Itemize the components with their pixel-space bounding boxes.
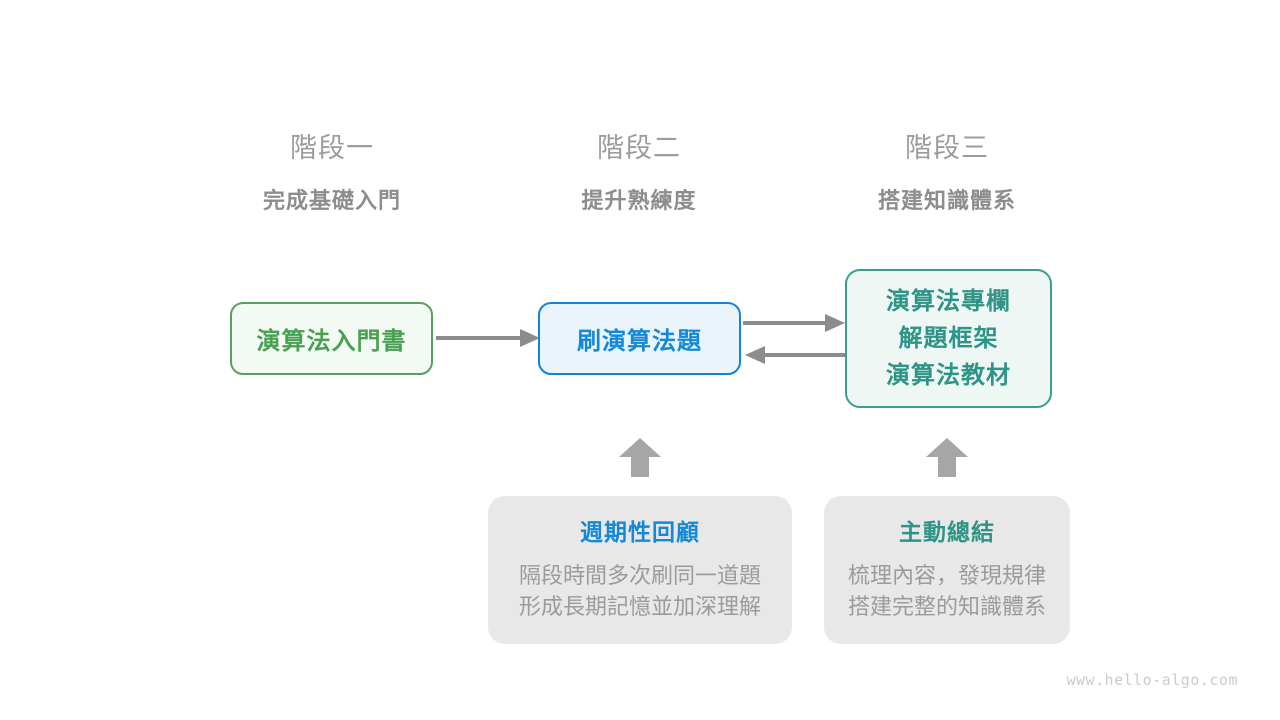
node-knowledge-line-3: 演算法教材 — [886, 362, 1011, 389]
node-knowledge-resources: 演算法專欄 解題框架 演算法教材 — [845, 269, 1052, 408]
stage3-header: 階段三 搭建知識體系 — [817, 126, 1077, 215]
callout-periodic-review: 週期性回顧 隔段時間多次刷同一道題 形成長期記憶並加深理解 — [488, 496, 792, 644]
up-block-arrow-icon — [926, 438, 968, 477]
stage2-header: 階段二 提升熟練度 — [509, 126, 769, 215]
callout-periodic-review-body: 隔段時間多次刷同一道題 形成長期記憶並加深理解 — [488, 560, 792, 622]
callout-active-summary-body: 梳理內容，發現規律 搭建完整的知識體系 — [824, 560, 1070, 622]
node-knowledge-line-2: 解題框架 — [898, 325, 999, 352]
stage2-subtitle: 提升熟練度 — [581, 188, 697, 213]
callout-active-summary: 主動總結 梳理內容，發現規律 搭建完整的知識體系 — [824, 496, 1070, 644]
up-block-arrow-icon — [619, 438, 661, 477]
callout-active-summary-title: 主動總結 — [899, 519, 995, 545]
stage3-subtitle: 搭建知識體系 — [877, 188, 1016, 213]
node-practice-problems: 刷演算法題 — [538, 302, 741, 375]
callout-periodic-review-line-2: 形成長期記憶並加深理解 — [518, 594, 761, 619]
callout-active-summary-line-2: 搭建完整的知識體系 — [847, 594, 1046, 619]
stage3-title: 階段三 — [905, 133, 989, 163]
stage2-title: 階段二 — [597, 133, 681, 163]
node-practice-problems-label: 刷演算法題 — [577, 328, 702, 355]
node-intro-book-label: 演算法入門書 — [256, 328, 407, 355]
right-arrow-icon — [436, 329, 540, 347]
stage1-header: 階段一 完成基礎入門 — [202, 126, 462, 215]
callout-periodic-review-line-1: 隔段時間多次刷同一道題 — [518, 563, 761, 588]
callout-periodic-review-title: 週期性回顧 — [580, 519, 700, 545]
node-intro-book: 演算法入門書 — [230, 302, 433, 375]
watermark: www.hello-algo.com — [1066, 671, 1238, 689]
node-knowledge-line-1: 演算法專欄 — [886, 288, 1011, 315]
right-arrow-icon — [743, 314, 845, 332]
stage1-title: 階段一 — [290, 133, 374, 163]
left-arrow-icon — [745, 346, 845, 364]
stage1-subtitle: 完成基礎入門 — [262, 188, 401, 213]
callout-active-summary-line-1: 梳理內容，發現規律 — [847, 563, 1046, 588]
